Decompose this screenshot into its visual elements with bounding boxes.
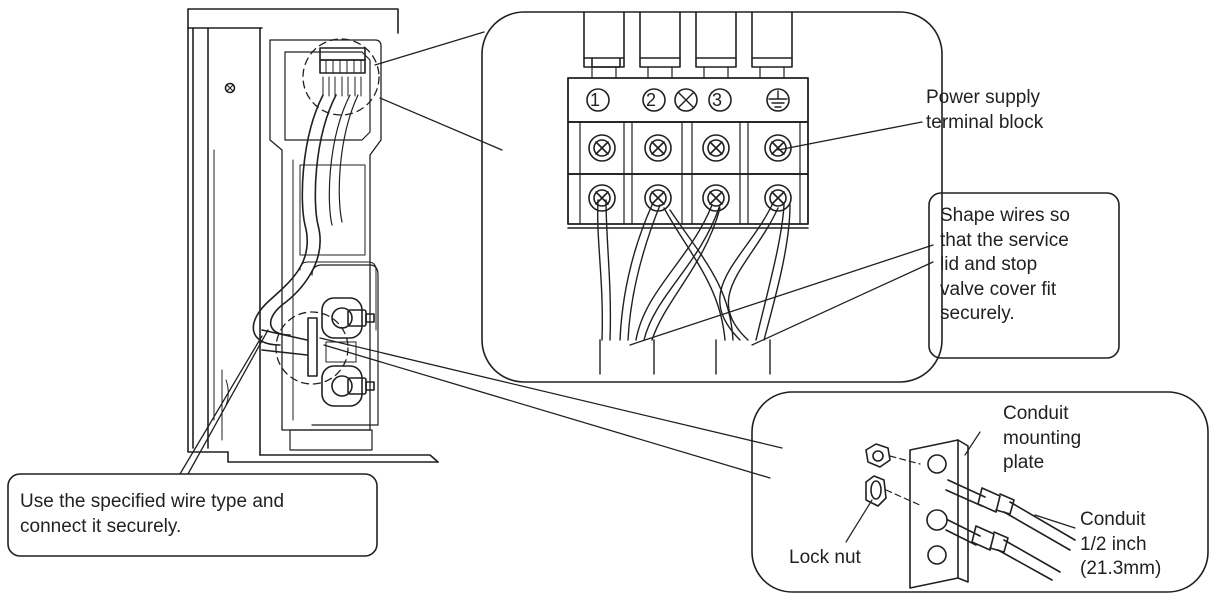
conduit-size-line-1: Conduit — [1080, 509, 1146, 530]
conduit-mounting-plate-icon — [909, 439, 969, 589]
magnify-circle-top — [302, 38, 380, 116]
wire-note-text: Shape wires so that the service lid and … — [940, 204, 1070, 327]
side-screw-icon — [224, 82, 236, 94]
mounting-plate-line-1: Conduit — [1003, 403, 1069, 424]
wire-note-box — [928, 192, 1120, 359]
terminal-number-2: 2 — [646, 90, 657, 110]
lock-nut-label: Lock nut — [789, 547, 861, 568]
terminal-3-icon — [708, 88, 732, 112]
top-cable-stubs — [583, 11, 793, 79]
mounting-plate-label: Conduit mounting plate — [1003, 402, 1081, 476]
wire-note-line-4: valve cover fit — [940, 278, 1057, 300]
power-supply-line-2: terminal block — [926, 111, 1044, 133]
conduit-detail — [845, 431, 1076, 589]
conduit-size-line-3: (21.3mm) — [1080, 558, 1162, 579]
conduit-size-line-2: 1/2 inch — [1080, 533, 1147, 555]
middle-screws — [588, 134, 792, 162]
magnify-circle-bottom — [275, 311, 349, 385]
bottom-screws — [588, 184, 792, 212]
power-supply-label: Power supply terminal block — [926, 86, 1043, 135]
outdoor-unit — [187, 8, 439, 463]
terminal-number-3: 3 — [712, 90, 723, 110]
terminal-1-icon — [586, 88, 610, 112]
wire-note-line-2: that the service — [940, 229, 1069, 251]
conduit-fitting-icon — [945, 479, 1076, 581]
terminal-detail-box — [481, 11, 943, 383]
unit-terminal-strip — [319, 47, 366, 97]
wire-note-line-5: securely. — [940, 303, 1015, 324]
wire-note-line-1: Shape wires so — [940, 205, 1070, 226]
conduit-detail-box — [751, 391, 1209, 593]
bottom-note-box — [7, 473, 378, 557]
terminal-block — [567, 11, 809, 229]
bottom-note-text: Use the specified wire type and connect … — [20, 490, 284, 539]
wires — [596, 199, 791, 375]
terminal-2-icon — [642, 88, 666, 112]
bottom-note-line-2: connect it securely. — [20, 515, 182, 537]
mounting-plate-line-2: mounting — [1003, 427, 1082, 449]
lock-nut-icon — [865, 443, 891, 507]
terminal-number-1: 1 — [590, 90, 601, 110]
leader-lines — [179, 31, 934, 479]
power-supply-line-1: Power supply — [926, 87, 1041, 108]
ground-symbol-icon — [766, 88, 790, 112]
mounting-plate-line-3: plate — [1003, 452, 1045, 473]
screw-head-icon — [674, 88, 698, 112]
wire-note-line-3: lid and stop — [940, 254, 1038, 275]
conduit-size-label: Conduit 1/2 inch (21.3mm) — [1080, 508, 1161, 582]
unit-conduit-plate — [307, 317, 318, 377]
bottom-note-line-1: Use the specified wire type and — [20, 491, 285, 512]
